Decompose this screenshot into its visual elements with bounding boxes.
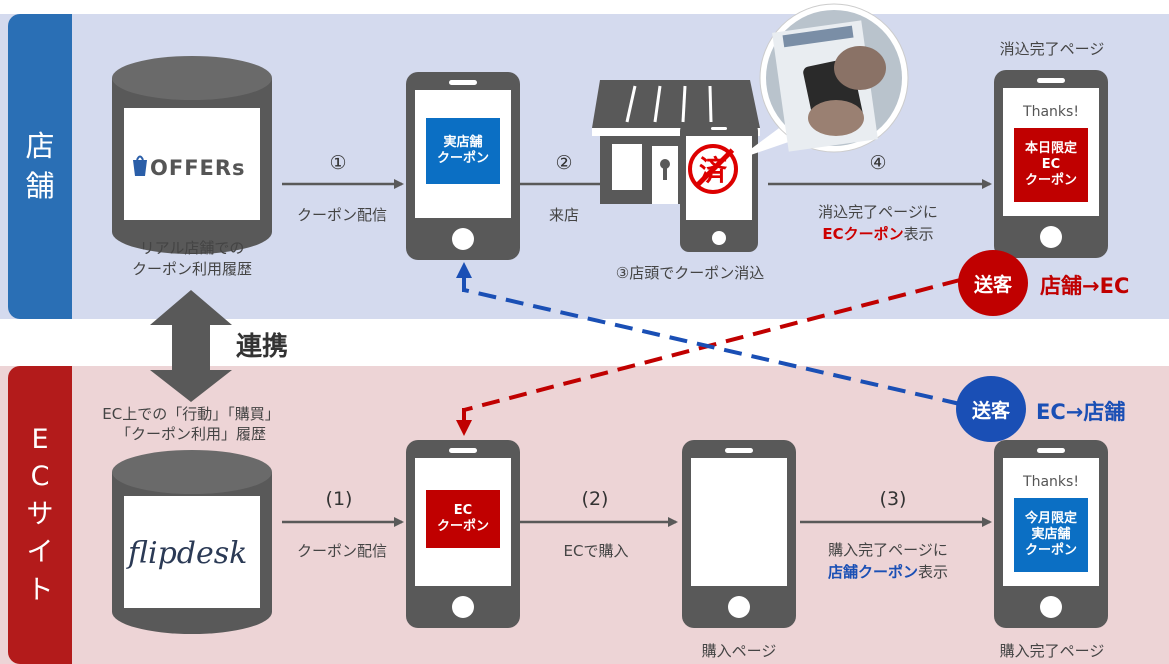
- ec-db-caption-line: 「クーポン利用」履歴: [115, 425, 266, 444]
- purchase-page-caption: 購入ページ: [701, 642, 777, 660]
- ec-complete-line2: 店舗クーポン表示: [800, 562, 976, 584]
- ec-complete-line1: 購入完了ページに: [828, 541, 948, 559]
- ec-to-store-dashed-arrow: [463, 288, 961, 406]
- ec-step1-label: クーポン配信: [296, 542, 387, 560]
- ec-to-store-label: EC→店舗: [1036, 400, 1126, 424]
- step1-label: クーポン配信: [296, 206, 387, 224]
- phone-home-button: [452, 228, 474, 250]
- step4-number: ④: [869, 152, 887, 174]
- store-coupon-card: 実店舗 クーポン: [426, 118, 500, 184]
- coupon-line: EC: [453, 502, 473, 518]
- ec-coupon-emphasis: ECクーポン: [822, 224, 904, 243]
- coupon-line: クーポン: [436, 151, 489, 166]
- link-double-arrow-icon: [150, 290, 232, 402]
- store-coupon-phone: 実店舗 クーポン: [406, 72, 520, 260]
- offers-bag-icon: [133, 155, 147, 176]
- phone-home-button: [728, 596, 750, 618]
- ec-db-caption: EC上での「行動」「購買」 「クーポン利用」履歴: [86, 404, 296, 445]
- coupon-line: 本日限定: [1024, 140, 1077, 156]
- store-to-ec-label: 店舗→EC: [1040, 274, 1130, 298]
- step2-label: 来店: [548, 206, 579, 224]
- phone-home-button: [452, 596, 474, 618]
- ec-coupon-card: EC クーポン: [426, 490, 500, 548]
- store-db-caption-line: リアル店舗での: [139, 239, 245, 257]
- store-to-ec-badge: 送客: [958, 250, 1028, 316]
- coupon-line: 今月限定: [1024, 510, 1077, 526]
- coupon-line: クーポン: [1024, 543, 1077, 559]
- phone-speaker: [725, 448, 753, 453]
- store-complete-line2: ECクーポン表示: [790, 224, 966, 246]
- ec-label-char: イ: [26, 536, 54, 568]
- phone-speaker: [449, 80, 477, 85]
- step1-number: ①: [329, 152, 347, 174]
- ec-database-icon: [112, 450, 272, 634]
- store-db-caption-line: クーポン利用履歴: [131, 260, 252, 278]
- store-label-char: 店: [25, 129, 55, 164]
- store-coupon-emphasis: 店舗クーポン: [827, 562, 918, 581]
- store-complete-phone: Thanks! 本日限定 EC クーポン: [994, 70, 1108, 258]
- display-text: 表示: [903, 224, 934, 243]
- badge-text: 送客: [971, 399, 1010, 422]
- store-coupon-card: 今月限定 実店舗 クーポン: [1014, 498, 1088, 572]
- ec-complete-page-caption: 購入完了ページ: [999, 642, 1105, 660]
- consume-caption: ③店頭でクーポン消込: [615, 264, 765, 282]
- phone-speaker: [1037, 448, 1065, 453]
- store-database-icon: [112, 56, 272, 254]
- store-complete-description: 消込完了ページに ECクーポン表示: [790, 202, 966, 246]
- offers-logo: OFFERs: [150, 156, 246, 180]
- ec-label-char: ト: [26, 574, 54, 606]
- display-text: 表示: [918, 562, 949, 581]
- ec-label-char: C: [30, 461, 50, 493]
- store-db-caption: リアル店舗での クーポン利用履歴: [112, 238, 272, 280]
- ec-coupon-card: 本日限定 EC クーポン: [1014, 128, 1088, 202]
- flipdesk-logo: flipdesk: [128, 536, 248, 571]
- ec-complete-description: 購入完了ページに 店舗クーポン表示: [800, 540, 976, 584]
- coupon-line: 実店舗: [1031, 526, 1071, 542]
- ec-side-label: E C サ イ ト: [8, 366, 72, 664]
- ec-to-store-badge: 送客: [956, 376, 1026, 442]
- store-label-char: 舗: [25, 168, 55, 203]
- phone-speaker: [449, 448, 477, 453]
- step2-number: ②: [555, 152, 573, 174]
- store-complete-page-title: 消込完了ページ: [999, 40, 1105, 58]
- ec-label-char: サ: [26, 499, 54, 531]
- ec-step1-number: (1): [325, 488, 353, 510]
- coupon-line: 実店舗: [443, 134, 483, 150]
- store-complete-line1: 消込完了ページに: [818, 203, 938, 221]
- phone-speaker: [1037, 78, 1065, 83]
- ec-step3-number: (3): [879, 488, 907, 510]
- ec-step2-number: (2): [581, 488, 609, 510]
- ec-db-caption-line: EC上での「行動」「購買」: [102, 405, 280, 423]
- coupon-line: クーポン: [1024, 173, 1077, 189]
- link-label: 連携: [236, 332, 289, 362]
- ec-label-char: E: [31, 423, 49, 455]
- badge-text: 送客: [973, 273, 1012, 296]
- phone-screen: [691, 458, 787, 586]
- phone-home-button: [1040, 596, 1062, 618]
- photo-zoom-bubble: [736, 3, 909, 160]
- thanks-text: Thanks!: [1023, 104, 1079, 120]
- ec-complete-phone: Thanks! 今月限定 実店舗 クーポン: [994, 440, 1108, 628]
- coupon-line: EC: [1041, 156, 1061, 172]
- ec-step2-label: ECで購入: [563, 542, 629, 560]
- store-side-label: 店 舗: [8, 14, 72, 319]
- coupon-line: クーポン: [436, 519, 489, 534]
- ec-coupon-phone: EC クーポン: [406, 440, 520, 628]
- thanks-text: Thanks!: [1023, 474, 1079, 490]
- purchase-page-phone: [682, 440, 796, 628]
- phone-home-button: [1040, 226, 1062, 248]
